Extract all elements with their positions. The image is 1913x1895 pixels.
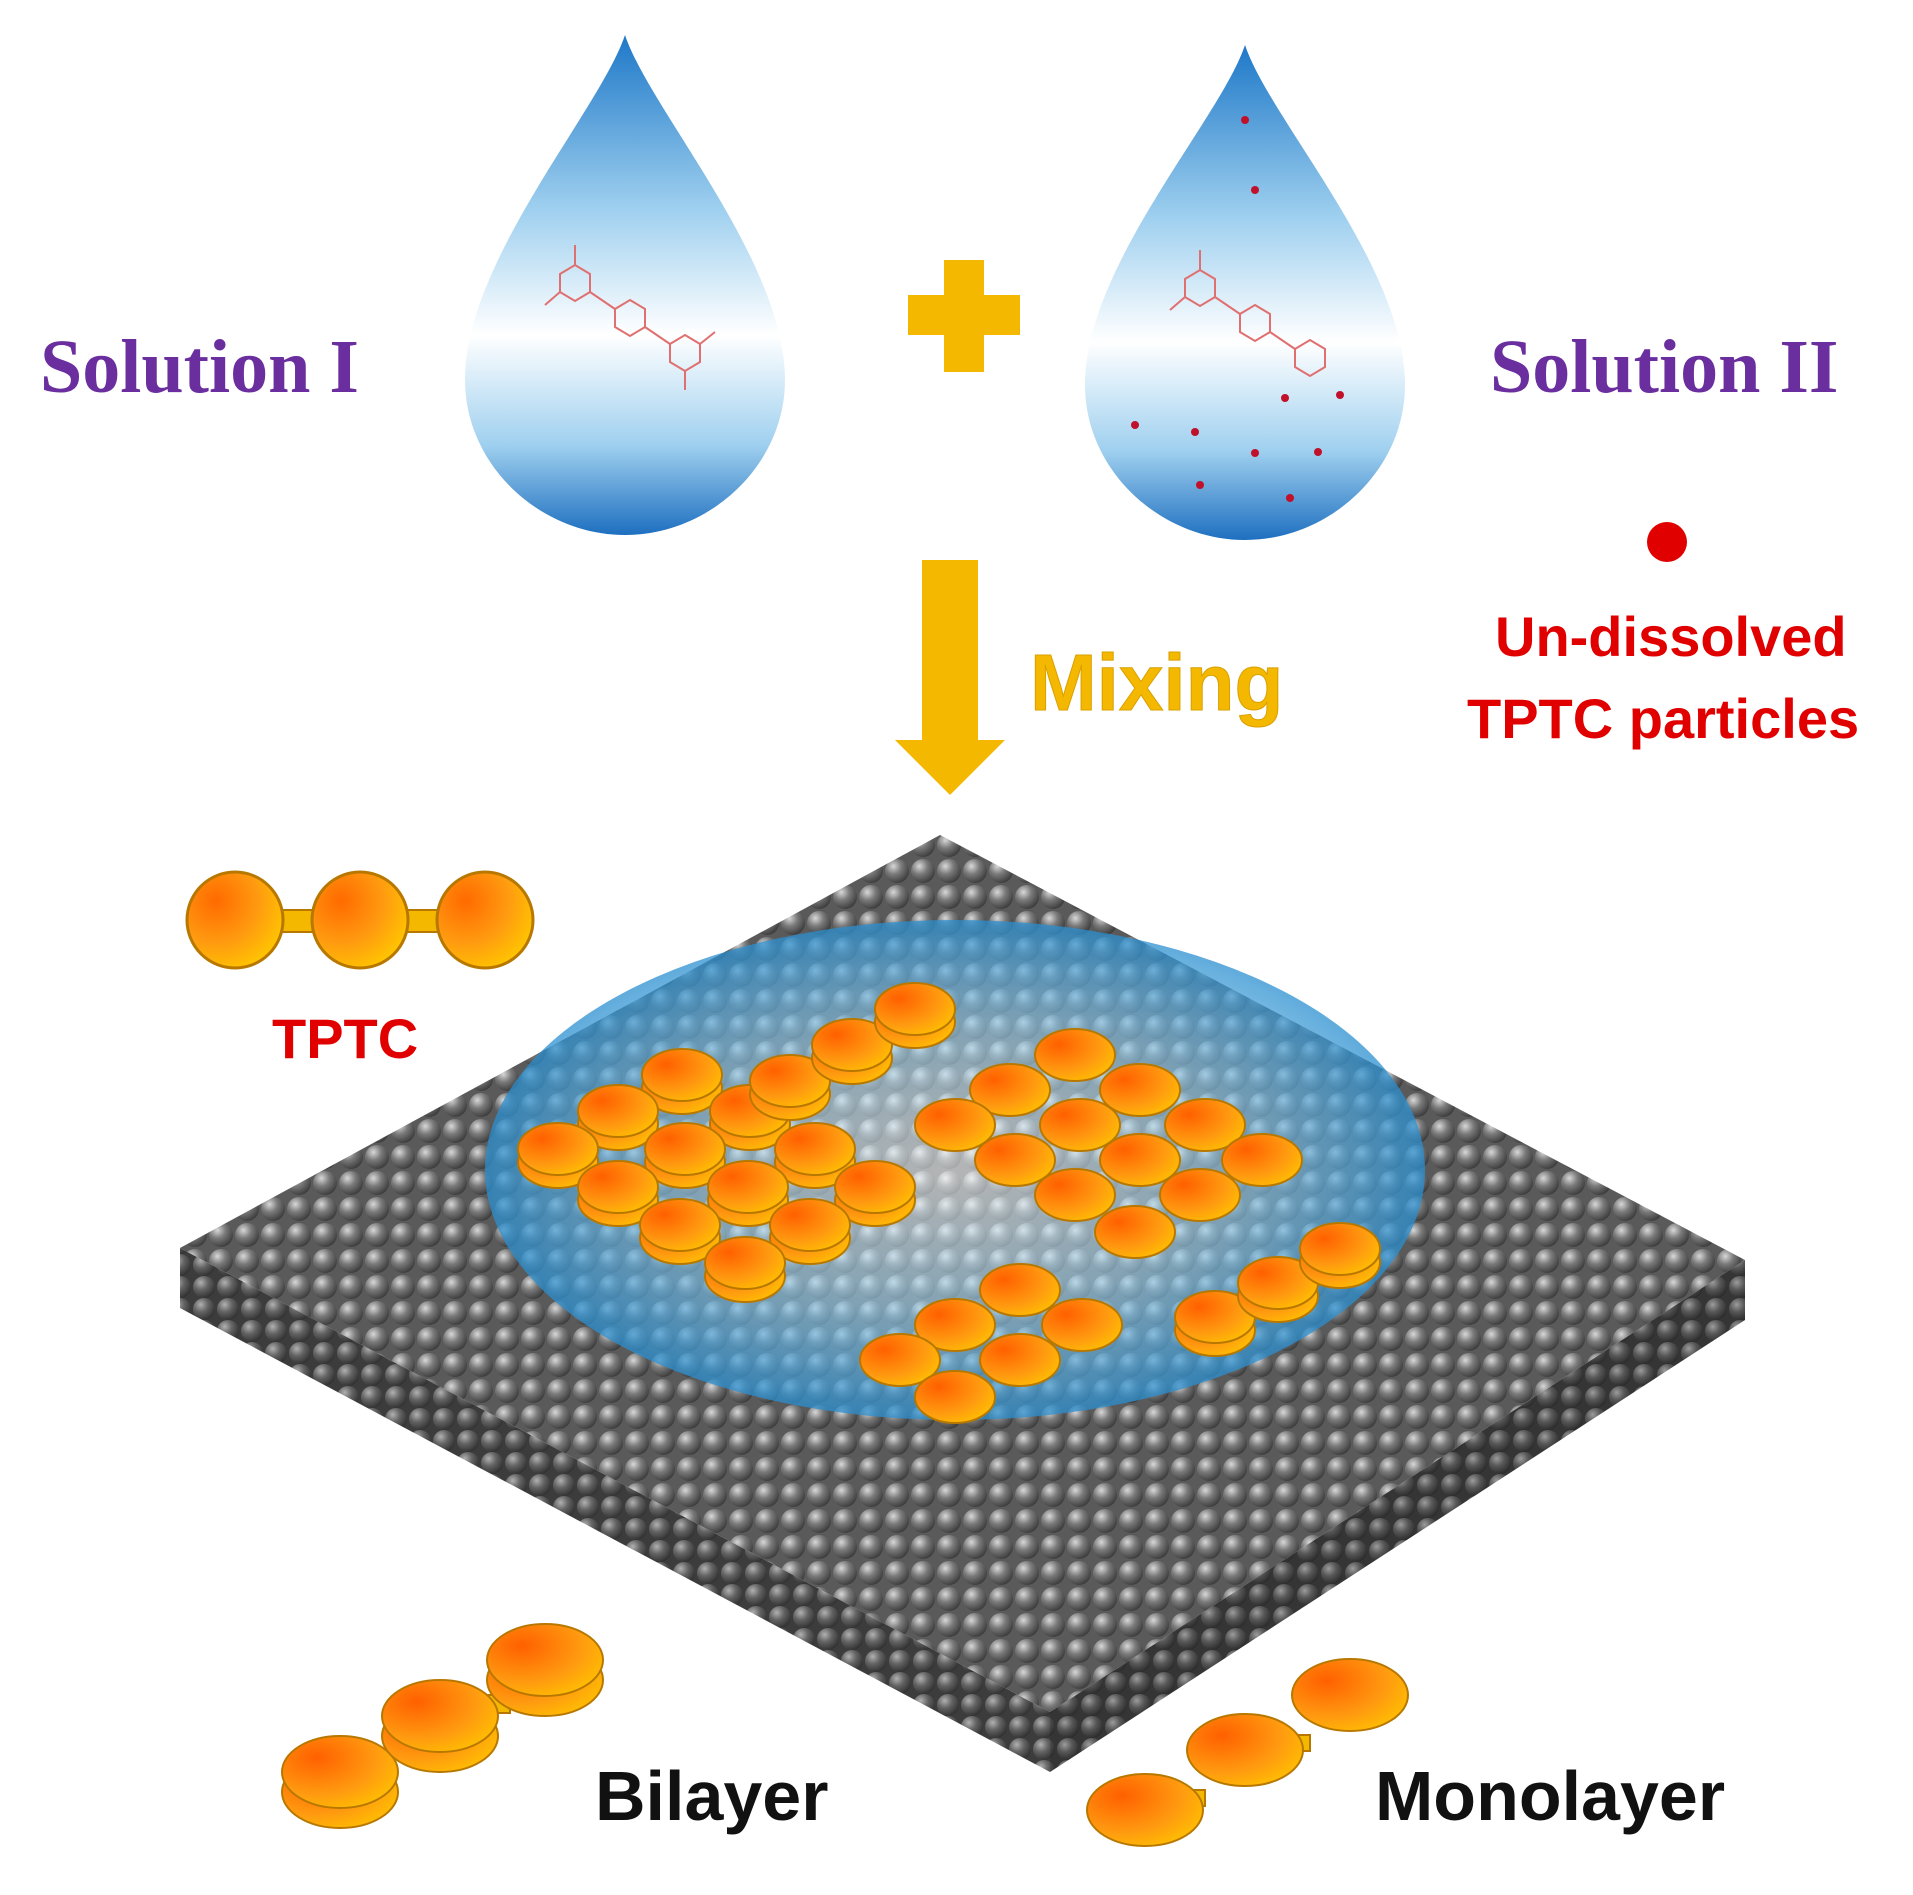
- monolayer-legend-icon: [1086, 1658, 1409, 1847]
- solution-1-label: Solution I: [40, 325, 359, 409]
- solution-1-drop-icon: [465, 35, 785, 535]
- monolayer-cluster-small: [859, 1263, 1123, 1424]
- solution-2-label: Solution II: [1490, 325, 1839, 409]
- tptc-label: TPTC: [272, 1007, 418, 1070]
- particle-legend-icon: [1647, 522, 1687, 562]
- monolayer-network: [914, 1028, 1303, 1259]
- bilayer-label: Bilayer: [595, 1757, 828, 1835]
- bilayer-network: [517, 1048, 916, 1303]
- down-arrow-icon: [895, 560, 1005, 795]
- undissolved-particles: [1131, 116, 1344, 502]
- mixing-label: Mixing: [1030, 638, 1283, 727]
- tptc-structure-icon: [544, 245, 716, 390]
- bilayer-chain: [749, 982, 956, 1121]
- monolayer-label: Monolayer: [1375, 1757, 1725, 1835]
- tptc-molecule-icon: [185, 870, 535, 970]
- plus-icon: [908, 260, 1020, 372]
- bilayer-legend-icon: [281, 1623, 604, 1829]
- solution-2-drop-icon: [1085, 45, 1405, 540]
- bilayer-chain-right: [1174, 1222, 1381, 1357]
- particles-label-line2: TPTC particles: [1467, 687, 1859, 750]
- particles-label-line1: Un-dissolved: [1495, 605, 1847, 668]
